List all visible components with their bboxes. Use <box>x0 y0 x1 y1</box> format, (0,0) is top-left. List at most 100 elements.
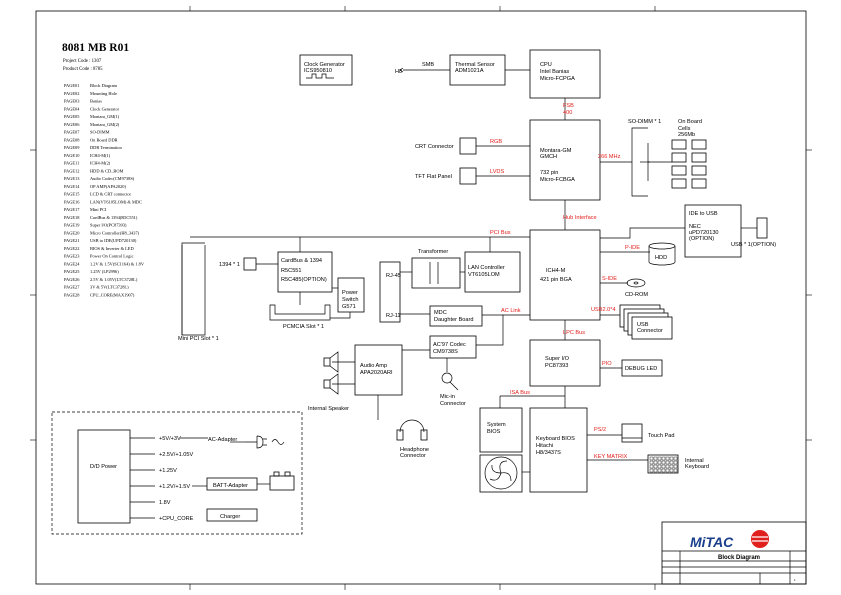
rj45-label: RJ-45 <box>386 273 401 279</box>
rgb-label: RGB <box>490 139 502 145</box>
tft-panel-label: TFT Flat Panel <box>415 174 452 180</box>
ac-link-line <box>476 314 530 346</box>
system-bios-sub: BIOS <box>487 429 501 435</box>
keyboard-key <box>653 464 658 469</box>
mdc-box <box>429 305 483 327</box>
onboard-size: 256Mb <box>678 132 695 138</box>
power-rail-label: 1.8V <box>159 500 171 506</box>
ddr-chip <box>671 178 687 189</box>
page-index-description: Montara_GM(2) <box>90 122 120 127</box>
keyboard-bios-part: H8/3437S <box>536 450 561 456</box>
touchpad-icon <box>621 423 643 443</box>
lan-controller-box <box>464 251 521 293</box>
power-rail-label: +CPU_CORE <box>159 516 194 522</box>
audio-amp-label: Audio Amp <box>360 363 387 369</box>
power-switch-box <box>337 277 365 313</box>
keyboard-bios-label: Keyboard BIOS <box>536 436 575 442</box>
ac-link-label: AC Link <box>501 308 521 314</box>
ddr-chip <box>671 165 687 176</box>
page-index-number: PAGE05 <box>64 114 80 119</box>
keyboard-label: Internal <box>685 458 704 464</box>
clock-generator-label: Clock Generator <box>304 62 345 68</box>
cpu-package: Micro-FCPGA <box>540 76 575 82</box>
audio-amp-box <box>354 344 403 396</box>
page-index-description: ICH4-M(1) <box>90 153 111 158</box>
page-index-number: PAGE14 <box>64 184 80 189</box>
keyboard-key <box>661 464 666 469</box>
page-index-description: Super I/O(PC87393) <box>90 223 127 228</box>
product-code: Product Code : 8785 <box>63 67 103 72</box>
page-index-number: PAGE24 <box>64 261 80 266</box>
tft-panel-box <box>459 167 477 185</box>
page-index-description: Mini PCI <box>90 207 107 212</box>
crt-connector-box <box>459 137 477 155</box>
page-index-description: 1.25V (LP2996) <box>90 269 119 274</box>
power-rail-label: +1.25V <box>159 468 177 474</box>
keyboard-key <box>669 456 674 461</box>
page-index-number: PAGE25 <box>64 269 80 274</box>
pcmcia-slot-icon <box>269 304 331 321</box>
headphone-sub: Connector <box>400 453 426 459</box>
headphone-icon <box>396 419 428 441</box>
keyboard-key <box>657 460 662 465</box>
page-index-number: PAGE13 <box>64 176 80 181</box>
cdrom-label: CD-ROM <box>625 292 648 298</box>
keyboard-key <box>673 456 678 461</box>
audio-amp-part: APA2020ARI <box>360 370 393 376</box>
batt-adapter-label: BATT-Adapter <box>213 483 248 489</box>
ieee1394-port-icon <box>243 257 257 271</box>
sodimm-label: SO-DIMM * 1 <box>628 119 661 125</box>
keyboard-icon <box>647 454 679 474</box>
keyboard-key <box>657 456 662 461</box>
page-index-description: SO-DIMM <box>90 130 110 135</box>
gmch-type: GMCH <box>540 154 557 160</box>
page-index-description: Audio Codec(CM9738S) <box>90 176 135 181</box>
cardbus-part: R5C551 <box>281 268 302 274</box>
page-index-number: PAGE18 <box>64 215 80 220</box>
mitac-logo-mark <box>751 530 769 548</box>
page-index-number: PAGE19 <box>64 223 80 228</box>
page-index-description: On Board DDR <box>90 137 118 142</box>
page-index-number: PAGE08 <box>64 137 80 142</box>
gmch-pins: 732 pin <box>540 170 558 176</box>
fan-icon <box>479 454 523 493</box>
touchpad-label: Touch Pad <box>648 433 674 439</box>
keyboard-key <box>657 464 662 469</box>
keyboard-sub: Keyboard <box>685 464 709 470</box>
battery-icon <box>269 471 295 491</box>
ddr-chip <box>691 178 707 189</box>
keyboard-key <box>673 460 678 465</box>
keyboard-key <box>653 460 658 465</box>
transformer-coil-icon <box>429 262 439 284</box>
page-index-number: PAGE07 <box>64 130 80 135</box>
keyboard-key <box>669 460 674 465</box>
page-index-number: PAGE26 <box>64 277 80 282</box>
side-label: S-IDE <box>602 276 617 282</box>
ide-usb-box <box>684 204 742 258</box>
page-index-description: CPU_CORE(MAX1907) <box>90 292 135 297</box>
sheet-border <box>35 10 807 585</box>
ich4-label: ICH4-M <box>546 268 566 274</box>
keyboard-key <box>665 460 670 465</box>
ac-adapter-label: AC-Adapter <box>208 437 237 443</box>
power-rail-label: +5V/+3V <box>159 436 181 442</box>
superio-label: Super I/O <box>545 356 570 362</box>
mitac-logo: MiTAC <box>690 534 734 550</box>
lvds-label: LVDS <box>490 169 504 175</box>
page-index-number: PAGE03 <box>64 99 80 104</box>
hub-label: Hub Interface <box>563 215 597 221</box>
gmch-package: Micro-FCBGA <box>540 177 575 183</box>
page-index-description: OP AMP(APA2020) <box>90 184 126 189</box>
keyboard-key <box>649 456 654 461</box>
ps2-label: PS/2 <box>594 427 606 433</box>
keyboard-key <box>649 464 654 469</box>
ich4-package: 421 pin BGA <box>540 277 572 283</box>
usb-option-label: USB * 1(OPTION) <box>731 242 776 248</box>
page-index-description: 2.5V & 1.05V(LTC3728L) <box>90 277 138 282</box>
lan-controller-label: LAN Controller <box>468 265 505 271</box>
power-switch-word: Switch <box>342 297 358 303</box>
keyboard-key <box>665 464 670 469</box>
plug-icon <box>245 435 285 449</box>
debug-led-label: DEBUG LED <box>625 366 657 372</box>
